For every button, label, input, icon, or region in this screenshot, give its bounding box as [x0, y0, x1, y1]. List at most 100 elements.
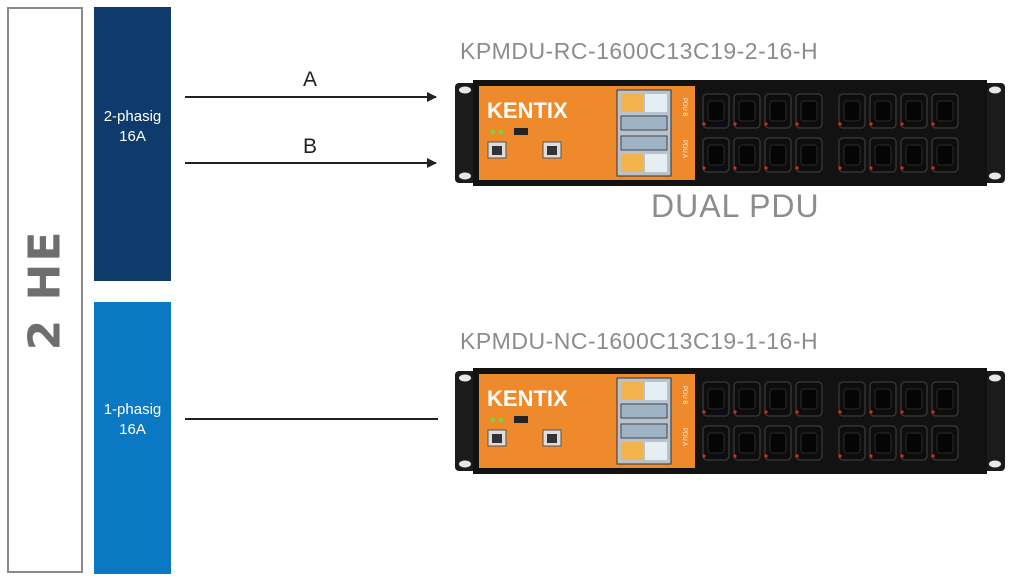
- outlet-led: [702, 410, 706, 414]
- outlet-recess: [769, 432, 787, 454]
- outlet-recess: [874, 432, 892, 454]
- mini-switch: [514, 416, 528, 423]
- phase-1-current: 16A: [119, 421, 146, 438]
- outlet-recess: [769, 388, 787, 410]
- outlet-led: [900, 122, 904, 126]
- mount-ear-left: [455, 371, 477, 471]
- outlet-recess: [905, 432, 923, 454]
- outlet-led: [900, 410, 904, 414]
- outlet-led: [900, 166, 904, 170]
- phase-2-name: 2-phasig: [103, 108, 162, 125]
- outlet-led: [795, 122, 799, 126]
- outlet-led: [733, 166, 737, 170]
- outlet-recess: [843, 144, 861, 166]
- outlet-recess: [769, 100, 787, 122]
- outlet-led: [838, 166, 842, 170]
- outlet-led: [733, 122, 737, 126]
- phase-block-1phase: 1-phasig 16A: [94, 302, 171, 574]
- rack-height-frame: [7, 7, 83, 573]
- outlet-led: [702, 454, 706, 458]
- pdu-b-label: PDU B: [681, 98, 687, 116]
- outlet-led: [838, 454, 842, 458]
- lan-port-socket: [492, 434, 502, 443]
- outlet-led: [764, 122, 768, 126]
- outlet-led: [931, 454, 935, 458]
- mini-switch: [514, 128, 528, 135]
- breaker-b-window: [645, 94, 667, 112]
- breaker-a-handle: [621, 442, 643, 460]
- outlet-recess: [800, 144, 818, 166]
- breaker-b-window: [645, 382, 667, 400]
- status-led: [498, 129, 504, 135]
- outlet-recess: [843, 388, 861, 410]
- outlet-led: [795, 454, 799, 458]
- breaker-a-window: [645, 154, 667, 172]
- outlet-led: [931, 166, 935, 170]
- outlet-recess: [707, 432, 725, 454]
- outlet-recess: [800, 100, 818, 122]
- breaker-b-handle: [621, 94, 643, 112]
- dual-pdu-caption: DUAL PDU: [651, 188, 820, 224]
- outlet-led: [733, 454, 737, 458]
- brand-logo: KENTIX: [487, 386, 568, 411]
- outlet-recess: [905, 388, 923, 410]
- outlet-recess: [874, 100, 892, 122]
- outlet-recess: [936, 432, 954, 454]
- outlet-led: [869, 122, 873, 126]
- outlet-recess: [738, 144, 756, 166]
- breaker-a-window: [645, 442, 667, 460]
- outlet-led: [733, 410, 737, 414]
- outlet-led: [869, 454, 873, 458]
- display-b: [620, 403, 668, 419]
- outlet-led: [869, 410, 873, 414]
- outlet-recess: [843, 432, 861, 454]
- outlet-recess: [707, 144, 725, 166]
- mount-ear-left: [455, 83, 477, 183]
- brand-logo: KENTIX: [487, 98, 568, 123]
- phase-1-name: 1-phasig: [103, 401, 162, 418]
- mount-ear-right: [983, 83, 1005, 183]
- arrow-b-label: B: [303, 135, 318, 158]
- outlet-led: [869, 166, 873, 170]
- breaker-a-handle: [621, 154, 643, 172]
- breaker-b-handle: [621, 382, 643, 400]
- single-pdu-device: KENTIX PDU B PDU A: [455, 368, 1005, 474]
- outlet-recess: [936, 388, 954, 410]
- outlet-led: [900, 454, 904, 458]
- mount-hole: [989, 172, 1001, 180]
- ext-port-socket: [547, 434, 557, 443]
- mount-hole: [989, 374, 1001, 382]
- display-b: [620, 115, 668, 131]
- mount-hole: [989, 86, 1001, 94]
- outlet-led: [795, 410, 799, 414]
- pdu-a-label: PDU A: [681, 140, 687, 158]
- pdu-a-label: PDU A: [681, 428, 687, 446]
- outlet-recess: [936, 100, 954, 122]
- lan-port-socket: [492, 146, 502, 155]
- outlet-recess: [843, 100, 861, 122]
- outlet-led: [795, 166, 799, 170]
- mount-hole: [459, 460, 471, 468]
- outlet-led: [702, 166, 706, 170]
- outlet-recess: [800, 388, 818, 410]
- arrow-a-label: A: [303, 68, 318, 91]
- dual-pdu-device: KENTIX PDU B PDU A: [455, 80, 1005, 186]
- display-a: [620, 423, 668, 439]
- pdu-b-label: PDU B: [681, 386, 687, 404]
- outlet-led: [764, 454, 768, 458]
- outlet-led: [764, 166, 768, 170]
- outlet-recess: [874, 144, 892, 166]
- outlet-recess: [936, 144, 954, 166]
- outlet-recess: [738, 100, 756, 122]
- display-a: [620, 135, 668, 151]
- outlet-recess: [738, 388, 756, 410]
- single-pdu-model: KPMDU-NC-1600C13C19-1-16-H: [460, 328, 819, 354]
- outlet-recess: [738, 432, 756, 454]
- status-led: [490, 417, 496, 423]
- phase-2-current: 16A: [119, 128, 146, 145]
- outlet-led: [702, 122, 706, 126]
- outlet-recess: [707, 388, 725, 410]
- dual-pdu-model: KPMDU-RC-1600C13C19-2-16-H: [460, 38, 819, 64]
- outlet-led: [838, 122, 842, 126]
- outlet-recess: [800, 432, 818, 454]
